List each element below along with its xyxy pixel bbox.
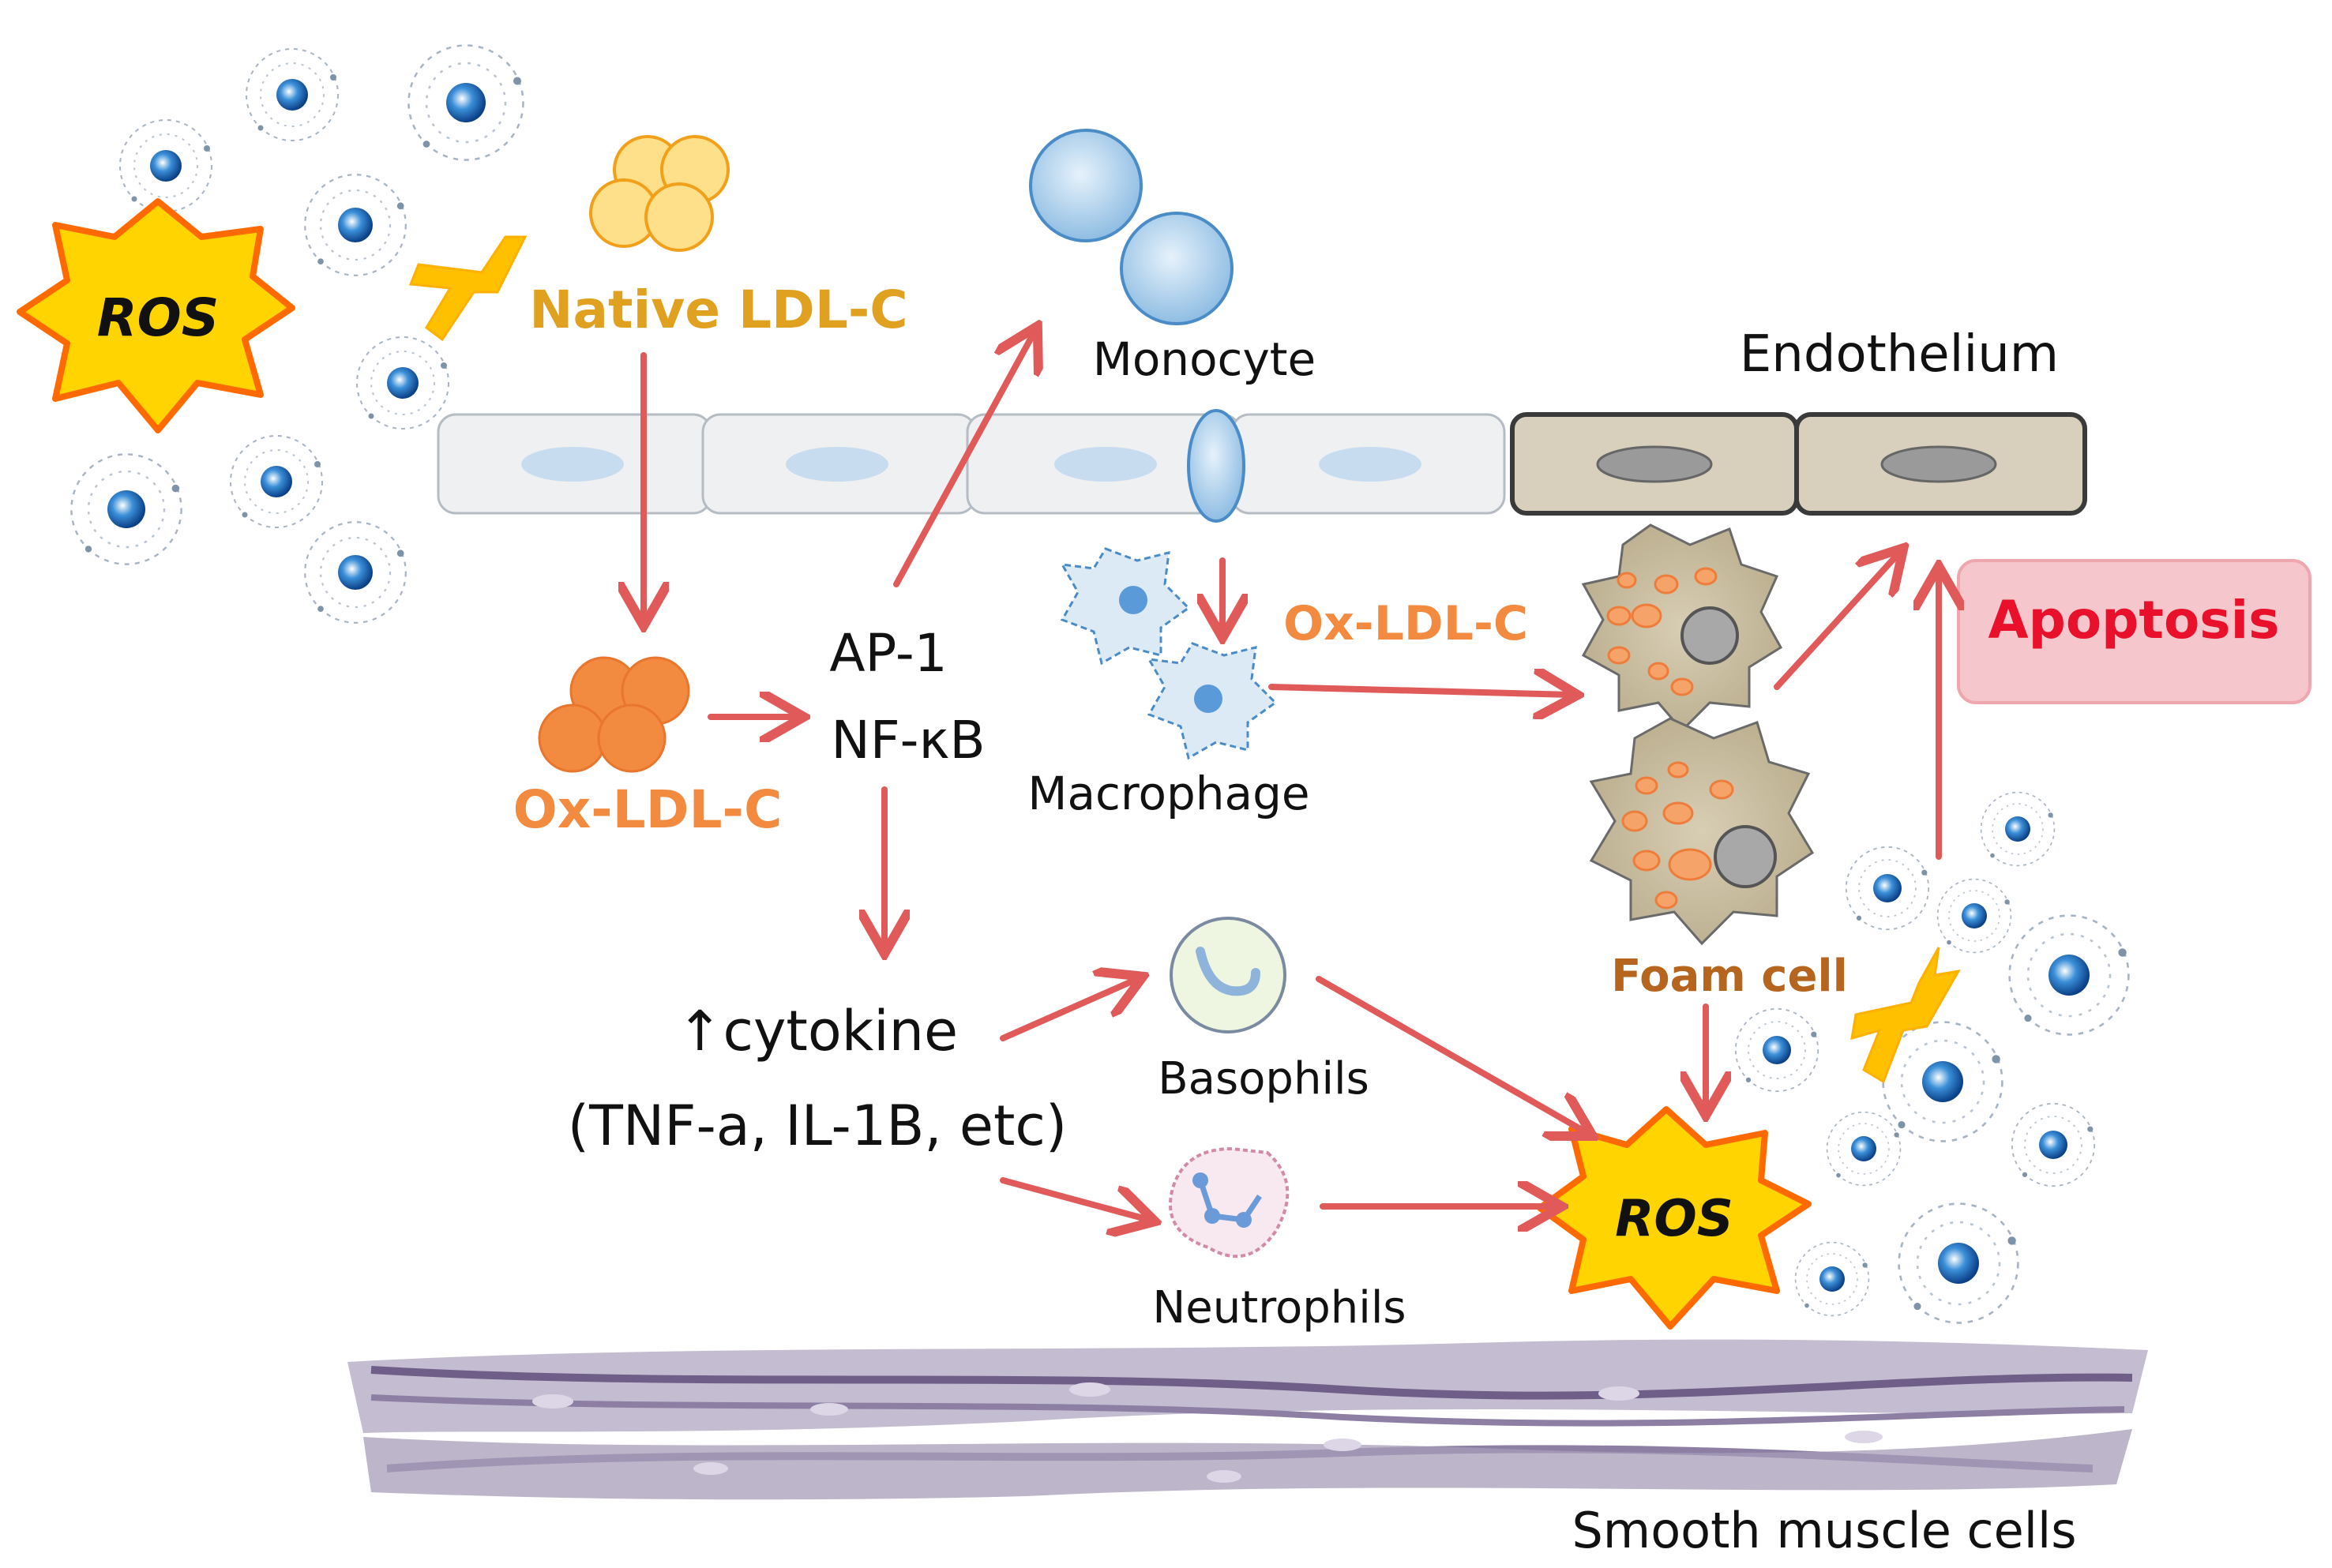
basophil-cell bbox=[1170, 917, 1286, 1033]
ros-burst-top: ROS bbox=[17, 198, 295, 433]
arrow-foam-to-endothelium bbox=[1774, 553, 1899, 690]
ros-molecule-cluster-bottom-right bbox=[1734, 791, 2130, 1324]
lightning-bolt-top bbox=[408, 235, 528, 342]
ros-label-top: ROS bbox=[97, 287, 219, 348]
ox-ldl-label-mid: Ox-LDL-C bbox=[1283, 596, 1528, 651]
foam-cell-lower bbox=[1589, 717, 1815, 946]
pathway-arrows bbox=[644, 332, 1939, 1220]
macrophage-cells bbox=[1060, 547, 1278, 760]
lightning-bolt-bottom bbox=[1850, 947, 1961, 1084]
smooth-muscle-label: Smooth muscle cells bbox=[1572, 1502, 2076, 1559]
smooth-muscle-layer bbox=[347, 1339, 2148, 1500]
ap1-label: AP-1 bbox=[829, 623, 947, 684]
arrow-macrophage-to-foam bbox=[1268, 687, 1572, 695]
ros-burst-bottom: ROS bbox=[1537, 1106, 1812, 1330]
endothelium-label: Endothelium bbox=[1740, 325, 2059, 384]
native-ldl-particles bbox=[589, 135, 730, 252]
ox-ldl-particles bbox=[538, 656, 690, 773]
apoptosis-box: Apoptosis bbox=[1957, 559, 2311, 704]
macrophage-label: Macrophage bbox=[1027, 767, 1309, 820]
nfkb-label: NF-κB bbox=[831, 710, 985, 771]
macrophage-nucleus-2 bbox=[1194, 685, 1222, 713]
monocyte-cells bbox=[1029, 129, 1234, 325]
arrow-basophil-to-ros bbox=[1316, 976, 1587, 1133]
foam-cell-upper bbox=[1581, 523, 1783, 733]
macrophage-nucleus-1 bbox=[1119, 586, 1147, 614]
foam-cell-label: Foam cell bbox=[1611, 951, 1848, 1002]
cytokine-label: ↑cytokine bbox=[677, 999, 958, 1063]
monocyte-label: Monocyte bbox=[1093, 332, 1316, 386]
neutrophils-label: Neutrophils bbox=[1152, 1282, 1406, 1334]
arrow-cytokine-to-neutrophil bbox=[1000, 1177, 1149, 1220]
arrow-ap1-to-monocyte bbox=[893, 332, 1035, 587]
ros-label-bottom: ROS bbox=[1615, 1190, 1733, 1248]
basophils-label: Basophils bbox=[1158, 1053, 1369, 1105]
endothelium-layer bbox=[437, 409, 2087, 523]
arrow-cytokine-to-basophil bbox=[1000, 979, 1137, 1041]
native-ldl-label: Native LDL-C bbox=[529, 279, 907, 340]
cytokine-examples-label: (TNF-a, IL-1B, etc) bbox=[568, 1093, 1067, 1158]
apoptosis-label: Apoptosis bbox=[1988, 590, 2280, 651]
neutrophil-cell bbox=[1169, 1146, 1290, 1259]
ox-ldl-label-left: Ox-LDL-C bbox=[513, 779, 783, 840]
